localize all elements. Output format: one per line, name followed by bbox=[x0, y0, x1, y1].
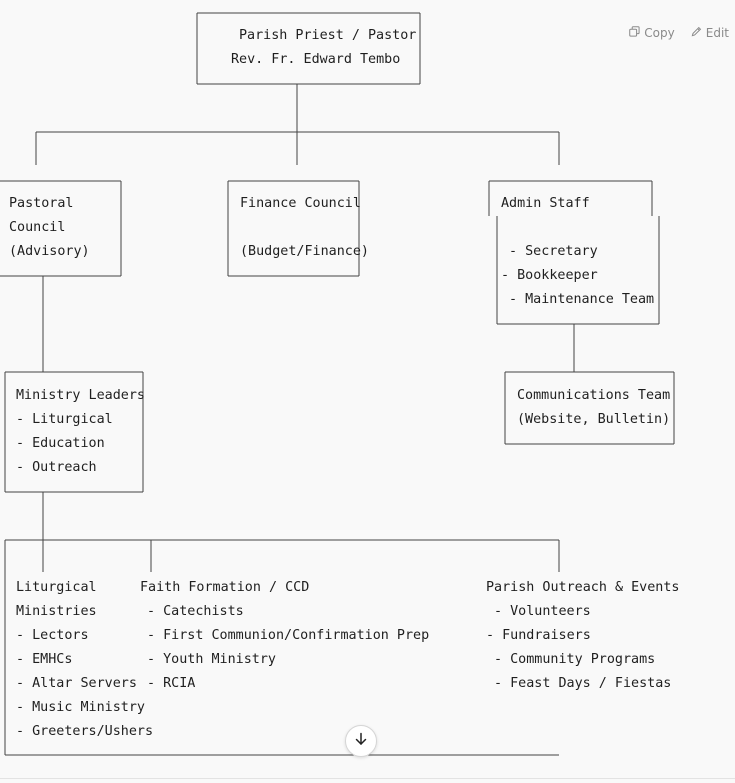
finance-council-title: Finance Council bbox=[240, 196, 361, 211]
ministry-leaders-item: - Outreach bbox=[16, 460, 97, 475]
arrow-down-icon bbox=[354, 732, 368, 750]
admin-staff-item: - Secretary bbox=[509, 244, 598, 259]
copy-button[interactable]: Copy bbox=[629, 26, 675, 40]
outreach-item: - Community Programs bbox=[494, 652, 656, 667]
liturgical-item: - Music Ministry bbox=[16, 700, 145, 715]
admin-staff-item: - Bookkeeper bbox=[501, 268, 598, 283]
code-block-toolbar: Copy Edit bbox=[629, 26, 729, 40]
liturgical-item: - Altar Servers bbox=[16, 676, 137, 691]
outreach-item: - Feast Days / Fiestas bbox=[494, 676, 672, 691]
pencil-icon bbox=[691, 26, 702, 40]
admin-staff-item: - Maintenance Team bbox=[509, 292, 655, 307]
pastoral-council-line2: Council bbox=[9, 220, 66, 235]
ministry-leaders-item: - Liturgical bbox=[16, 412, 113, 427]
faith-formation-item: - Catechists bbox=[147, 604, 244, 619]
pastor-title: Parish Priest / Pastor bbox=[239, 28, 417, 43]
outreach-title: Parish Outreach & Events bbox=[486, 580, 680, 595]
copy-label: Copy bbox=[644, 26, 675, 40]
edit-button[interactable]: Edit bbox=[691, 26, 729, 40]
faith-formation-item: - First Communion/Confirmation Prep bbox=[147, 628, 430, 643]
finance-council-subtitle: (Budget/Finance) bbox=[240, 244, 369, 259]
liturgical-item: - EMHCs bbox=[16, 652, 73, 667]
faith-formation-item: - RCIA bbox=[147, 676, 196, 691]
ministry-leaders-item: - Education bbox=[16, 436, 105, 451]
edit-label: Edit bbox=[705, 26, 729, 40]
outreach-item: - Fundraisers bbox=[486, 628, 591, 643]
pastor-name: Rev. Fr. Edward Tembo bbox=[231, 52, 401, 67]
liturgical-item: - Lectors bbox=[16, 628, 89, 643]
faith-formation-title: Faith Formation / CCD bbox=[140, 580, 310, 595]
outreach-item: - Volunteers bbox=[494, 604, 591, 619]
communications-title: Communications Team bbox=[517, 388, 671, 403]
liturgical-title-line1: Liturgical bbox=[16, 580, 97, 595]
ministry-leaders-title: Ministry Leaders bbox=[16, 388, 145, 403]
communications-subtitle: (Website, Bulletin) bbox=[517, 412, 671, 427]
divider bbox=[0, 778, 735, 779]
faith-formation-item: - Youth Ministry bbox=[147, 652, 276, 667]
liturgical-title-line2: Ministries bbox=[16, 604, 97, 619]
copy-icon bbox=[629, 26, 640, 40]
liturgical-item: - Greeters/Ushers bbox=[16, 724, 154, 739]
scroll-down-button[interactable] bbox=[345, 725, 377, 757]
admin-staff-title: Admin Staff bbox=[501, 196, 590, 211]
pastoral-council-line3: (Advisory) bbox=[9, 244, 90, 259]
pastoral-council-line1: Pastoral bbox=[9, 196, 74, 211]
